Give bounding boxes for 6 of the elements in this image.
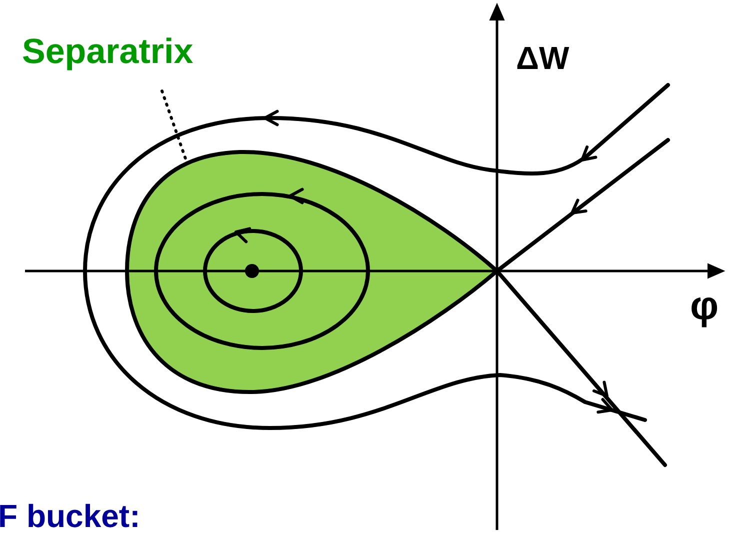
heading-text: F bucket: — [0, 500, 140, 532]
leader-line — [160, 90, 188, 162]
separatrix-curve — [125, 150, 499, 394]
axis-label: φ — [690, 286, 719, 326]
curve-label: Separatrix — [22, 34, 194, 69]
axis-label: ΔW — [516, 42, 570, 74]
